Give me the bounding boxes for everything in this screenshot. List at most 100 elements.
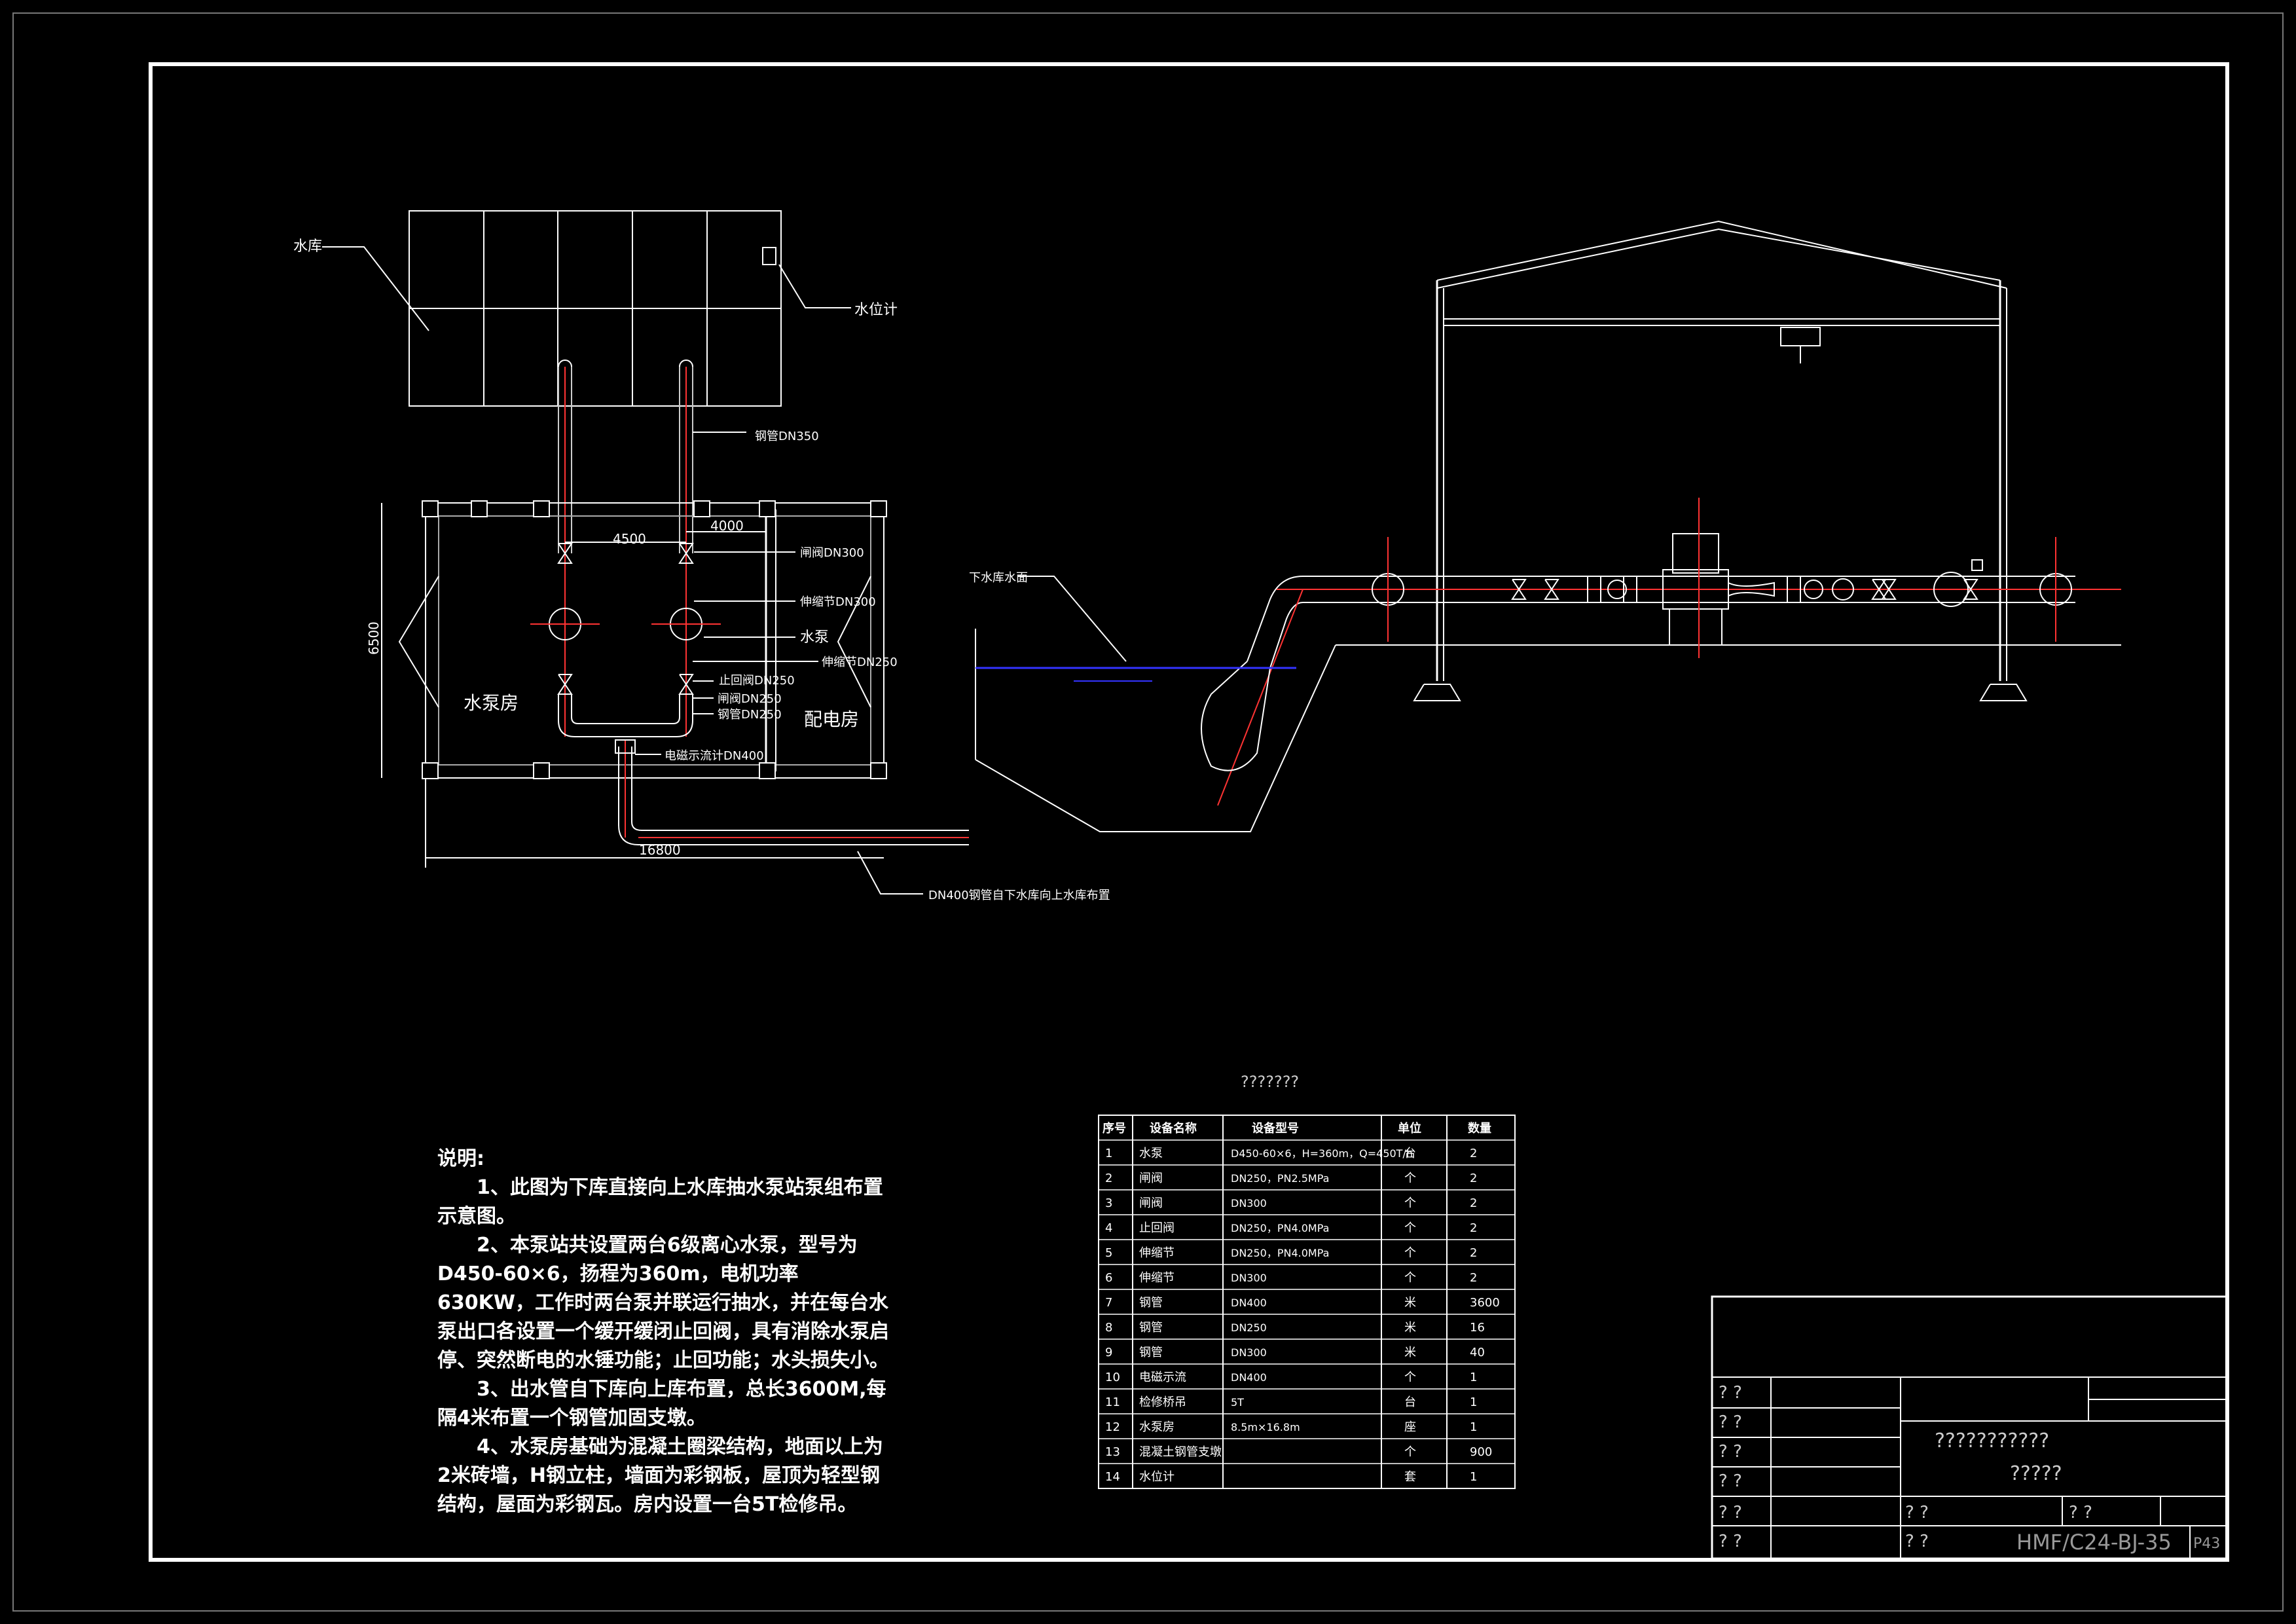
label-reservoir: 水库 [293, 238, 322, 255]
table-cell: 座 [1404, 1420, 1416, 1434]
tb-name-1: ??????????? [1935, 1430, 2049, 1452]
table-cell: 伸缩节 [1139, 1271, 1175, 1285]
outer-border [12, 12, 2284, 1612]
table-cell: 个 [1404, 1445, 1416, 1459]
table-cell: 12 [1105, 1420, 1120, 1434]
drawing-labels: 水库 水位计 钢管DN350 4500 4000 闸阀DN300 伸缩节DN30… [293, 238, 1110, 902]
tb-q-4: ? ? [1719, 1471, 1742, 1491]
notes-heading: 说明: [437, 1147, 484, 1170]
tb-name-2: ????? [2010, 1462, 2062, 1485]
pump-motor [1672, 533, 1719, 574]
notes: 说明: 1、此图为下库直接向上水库抽水泵站泵组布置示意图。 2、本泵站共设置两台… [437, 1145, 896, 1519]
table-cell: 混凝土钢管支墩 [1139, 1445, 1222, 1459]
title-block [1711, 1295, 2229, 1560]
table-cell: 8 [1105, 1321, 1112, 1335]
table-cell: D450-60×6，H=360m，Q=450T/h [1231, 1147, 1413, 1160]
label-pump: 水泵 [800, 629, 829, 646]
label-dim-4500: 4500 [613, 531, 646, 547]
table-cell: 台 [1404, 1147, 1416, 1160]
table-cell: 5T [1231, 1396, 1244, 1409]
table-header-cell: 单位 [1398, 1121, 1421, 1135]
crane-hoist [1780, 327, 1821, 346]
table-cell: 2 [1470, 1147, 1477, 1160]
label-level-gauge: 水位计 [854, 302, 898, 318]
building-plan [425, 502, 884, 779]
table-cell: DN250 [1231, 1321, 1267, 1334]
tb-q-5: ? ? [1719, 1503, 1742, 1522]
table-cell: 个 [1404, 1271, 1416, 1285]
table-cell: 16 [1470, 1321, 1485, 1335]
table-cell: 7 [1105, 1296, 1112, 1310]
table-cell: 检修桥吊 [1139, 1395, 1186, 1409]
label-dim-6500: 6500 [366, 621, 382, 655]
drawing-frame [149, 62, 2229, 1562]
plan-view [322, 210, 969, 895]
title-block-text: ? ? ? ? ? ? ? ? ? ? ? ? ? ? ? ? ? ? ????… [1719, 1383, 2220, 1555]
tb-q-7: ? ? [1905, 1503, 1929, 1522]
table-cell: 3600 [1470, 1296, 1500, 1310]
tb-drawing-no: HMF/C24-BJ-35 [2016, 1530, 2172, 1555]
table-cell: 个 [1404, 1172, 1416, 1185]
table-cell: 米 [1404, 1296, 1416, 1310]
tb-q-1: ? ? [1719, 1383, 1742, 1403]
table-cell: DN250，PN4.0MPa [1231, 1247, 1329, 1259]
table-cell: 13 [1105, 1445, 1120, 1459]
table-cell: 台 [1404, 1395, 1416, 1409]
table-cell: 10 [1105, 1371, 1120, 1384]
table-cell: 个 [1404, 1196, 1416, 1210]
table-cell: 4 [1105, 1221, 1112, 1235]
table-cell: 个 [1404, 1371, 1416, 1384]
label-flowmeter-dn400: 电磁示流计DN400 [665, 749, 764, 763]
tb-q-2: ? ? [1719, 1412, 1742, 1432]
table-cell: DN400 [1231, 1297, 1267, 1309]
table-cell: 9 [1105, 1346, 1112, 1359]
table-cell: 1 [1470, 1420, 1477, 1434]
table-cell: 2 [1470, 1172, 1477, 1185]
table-cell: DN250，PN2.5MPa [1231, 1172, 1329, 1185]
label-expansion-dn250: 伸缩节DN250 [822, 655, 898, 669]
tb-page: P43 [2193, 1536, 2220, 1552]
label-steel-pipe-dn350: 钢管DN350 [755, 430, 819, 443]
table-cell: 8.5m×16.8m [1231, 1421, 1300, 1433]
label-expansion-dn300: 伸缩节DN300 [800, 595, 876, 609]
table-cell: 3 [1105, 1196, 1112, 1210]
label-power-room: 配电房 [804, 709, 859, 730]
table-cell: 14 [1105, 1470, 1120, 1484]
label-dim-16800: 16800 [639, 842, 681, 858]
table-cell: 2 [1470, 1246, 1477, 1260]
table-cell: 个 [1404, 1221, 1416, 1235]
label-lower-water-level: 下水库水面 [969, 571, 1028, 585]
tb-q-6: ? ? [1719, 1532, 1742, 1551]
table-cell: 1 [1470, 1395, 1477, 1409]
table-cell: 个 [1404, 1246, 1416, 1260]
table-cell: 1 [1470, 1371, 1477, 1384]
table-cell: 钢管 [1139, 1321, 1163, 1335]
table-cell: 2 [1105, 1172, 1112, 1185]
table-cell: 11 [1105, 1395, 1120, 1409]
table-cell: 900 [1470, 1445, 1492, 1459]
note-2: 2、本泵站共设置两台6级离心水泵，型号为D450-60×6，扬程为360m，电机… [437, 1234, 889, 1372]
table-cell: 水位计 [1139, 1470, 1175, 1484]
table-cell: 5 [1105, 1246, 1112, 1260]
table-cell: 闸阀 [1139, 1172, 1163, 1185]
table-cell: 电磁示流 [1139, 1371, 1186, 1384]
tb-q-3: ? ? [1719, 1442, 1742, 1462]
table-header-cell: 数量 [1468, 1121, 1491, 1135]
table-cell: 米 [1404, 1321, 1416, 1335]
table-cell: 闸阀 [1139, 1196, 1163, 1210]
table-cell: DN300 [1231, 1197, 1267, 1209]
table-cell: 40 [1470, 1346, 1485, 1359]
table-cell: DN300 [1231, 1272, 1267, 1284]
table-cell: DN400 [1231, 1371, 1267, 1384]
table-cell: 钢管 [1139, 1296, 1163, 1310]
table-cell: 米 [1404, 1346, 1416, 1359]
table-cell: 1 [1470, 1470, 1477, 1484]
table-cell: 6 [1105, 1271, 1112, 1285]
label-dim-4000: 4000 [710, 518, 744, 534]
table-header-cell: 序号 [1102, 1121, 1126, 1135]
table-cell: DN300 [1231, 1346, 1267, 1359]
label-gate-dn300: 闸阀DN300 [800, 546, 864, 560]
note-4: 4、水泵房基础为混凝土圈梁结构，地面以上为2米砖墙，H钢立柱，墙面为彩钢板，屋顶… [437, 1435, 883, 1516]
